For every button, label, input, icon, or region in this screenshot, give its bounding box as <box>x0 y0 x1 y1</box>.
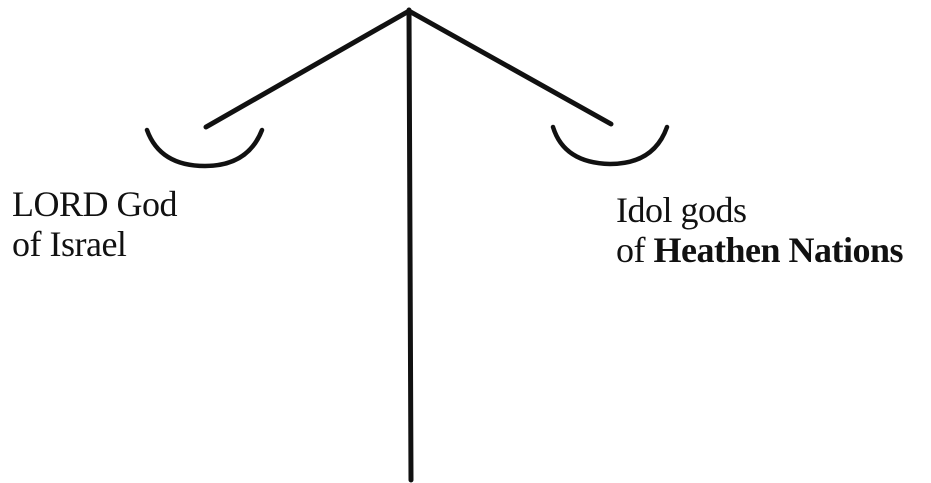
right-pan-label-bold: Heathen Nations <box>654 230 904 270</box>
scale-pole <box>409 10 411 480</box>
scale-left-arm <box>206 11 409 127</box>
left-pan-label-line2: of Israel <box>12 224 177 264</box>
right-pan-label: Idol gods of Heathen Nations <box>616 190 903 270</box>
scale-left-pan <box>147 130 262 166</box>
left-pan-label-line1: LORD God <box>12 184 177 224</box>
scale-right-arm <box>409 11 611 124</box>
left-pan-label: LORD God of Israel <box>12 184 177 264</box>
right-pan-label-line2: of Heathen Nations <box>616 230 903 270</box>
right-pan-label-line1: Idol gods <box>616 190 903 230</box>
scale-right-pan <box>553 127 667 164</box>
right-pan-label-prefix: of <box>616 230 645 270</box>
